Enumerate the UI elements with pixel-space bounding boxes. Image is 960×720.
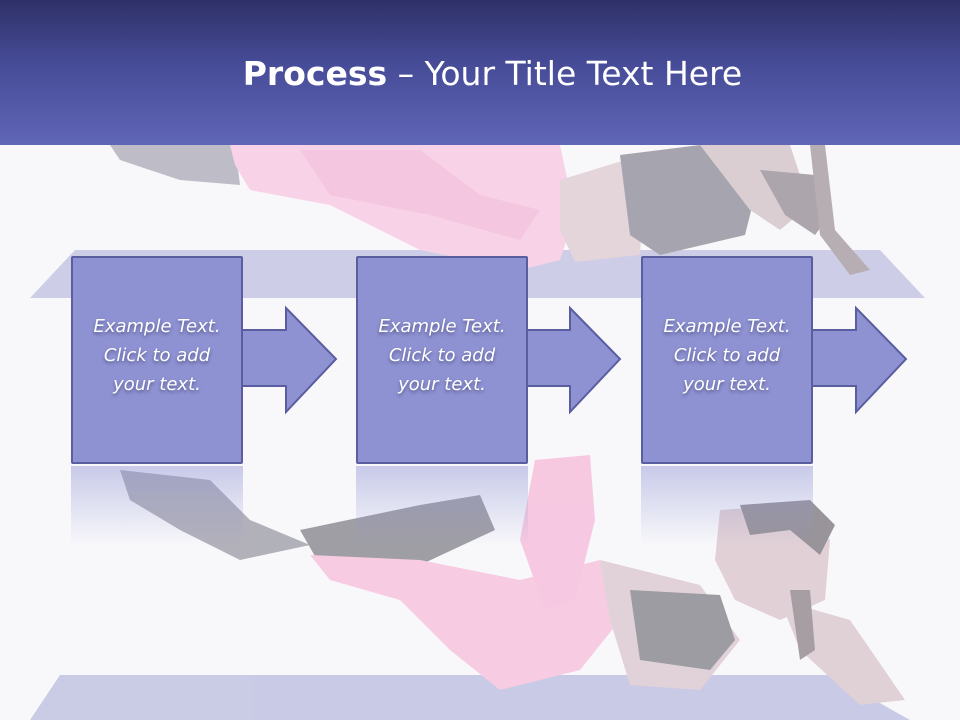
slide-title[interactable]: Process – Your Title Text Here: [0, 52, 960, 96]
step-1-box[interactable]: Example Text. Click to add your text.: [71, 256, 243, 464]
step-2-box[interactable]: Example Text. Click to add your text.: [356, 256, 528, 464]
step-3-reflection: [641, 466, 813, 546]
step-2-text[interactable]: Example Text. Click to add your text.: [378, 316, 506, 395]
step-3-box[interactable]: Example Text. Click to add your text.: [641, 256, 813, 464]
step-2-arrow: [524, 305, 622, 415]
step-2-reflection: [356, 466, 528, 546]
step-1-text[interactable]: Example Text. Click to add your text.: [93, 316, 221, 395]
step-1-arrow: [240, 305, 338, 415]
title-bar: Process – Your Title Text Here: [0, 0, 960, 145]
title-bold-part: Process: [242, 54, 388, 93]
step-3-arrow: [810, 305, 908, 415]
step-3-text[interactable]: Example Text. Click to add your text.: [663, 316, 791, 395]
lower-figure: [30, 455, 910, 720]
title-regular-part: – Your Title Text Here: [387, 54, 743, 93]
step-1-reflection: [71, 466, 243, 546]
